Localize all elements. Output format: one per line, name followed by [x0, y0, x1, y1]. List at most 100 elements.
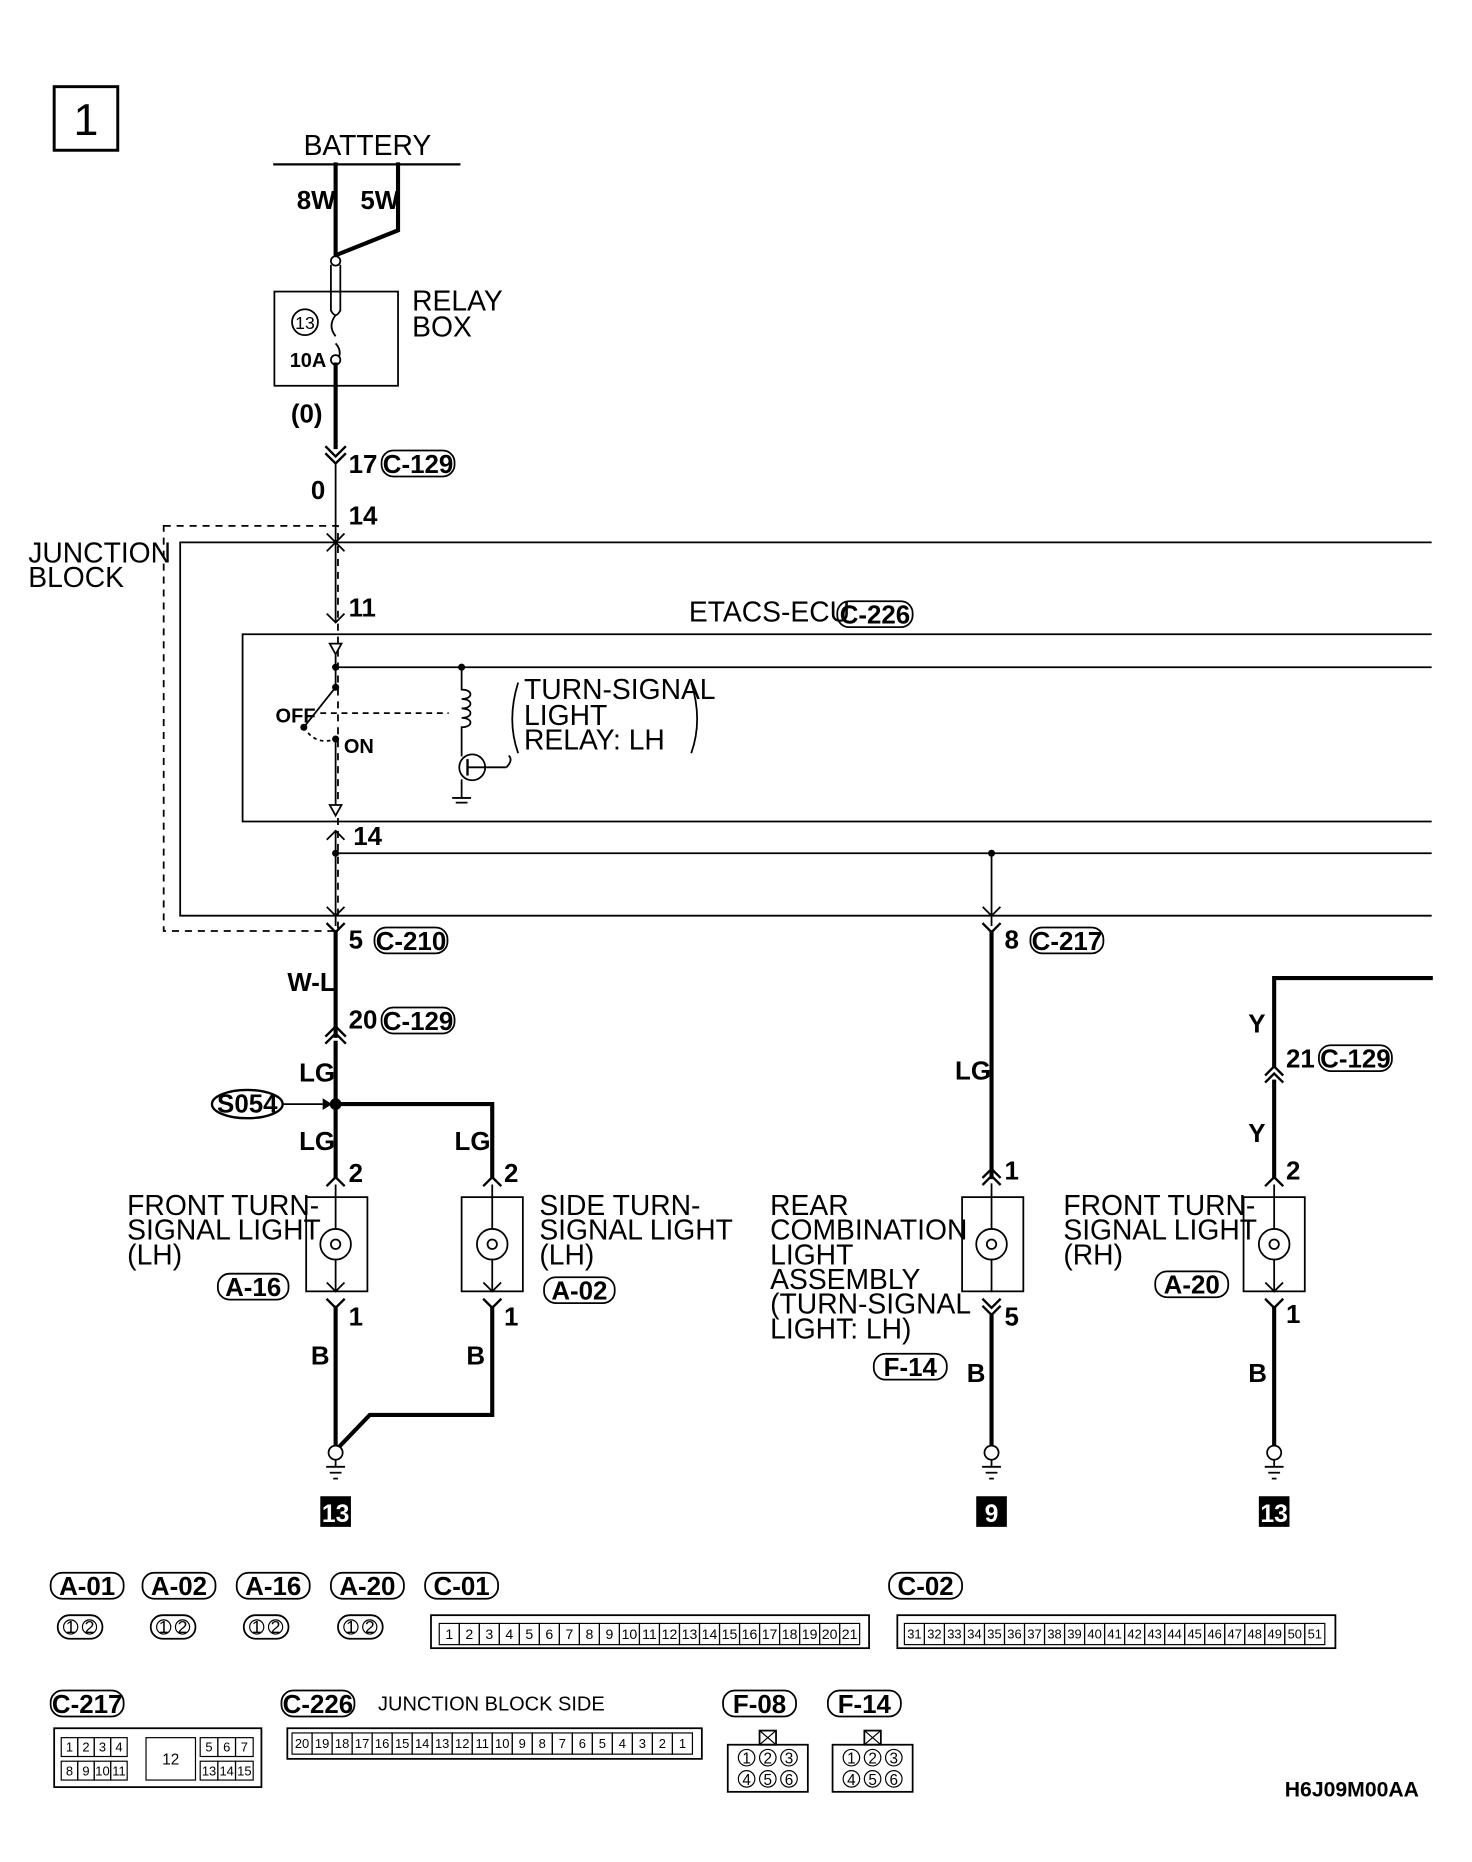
c226-pin-2: 2 — [659, 1736, 666, 1751]
c217-pin-7: 7 — [241, 1740, 248, 1755]
c226-pin-10: 10 — [495, 1736, 509, 1751]
c02-pin-45: 45 — [1187, 1627, 1201, 1642]
a20-pin2: 2 — [365, 1617, 375, 1637]
c01-pin-21-cell — [839, 1622, 861, 1646]
a16-pin1: 1 — [252, 1617, 262, 1637]
c02-pin-50: 50 — [1288, 1627, 1302, 1642]
c217-pin8: 8 — [1004, 927, 1018, 955]
a02-pin2: 2 — [178, 1617, 188, 1637]
f14-pin-1-circle — [842, 1748, 861, 1767]
c02-pin-46: 46 — [1207, 1627, 1221, 1642]
c129-pin17: 17 — [349, 451, 378, 479]
f14-pin-4-circle — [842, 1770, 861, 1788]
side-lh-pin-out: 1 — [504, 1303, 518, 1331]
switch-off-label: OFF — [276, 706, 316, 728]
side-lh-connector: A-02 — [551, 1278, 607, 1306]
c02-pin-41: 41 — [1107, 1627, 1121, 1642]
c01-pin-9: 9 — [605, 1626, 613, 1642]
front-lh-pin-out: 1 — [349, 1303, 363, 1331]
c226-pin-9: 9 — [519, 1736, 526, 1751]
f08-pin-2-circle — [758, 1748, 777, 1767]
b-wire-color-3: B — [967, 1360, 986, 1388]
c01-pin-17: 17 — [762, 1626, 778, 1642]
ground-13-right: 13 — [1260, 1501, 1288, 1528]
f14-pin-2-circle — [863, 1748, 882, 1767]
c217-pin-10: 10 — [95, 1763, 109, 1778]
c01-pin-19: 19 — [802, 1626, 818, 1642]
f08-pin-6-circle — [780, 1770, 798, 1788]
c129-pin20: 20 — [349, 1007, 378, 1035]
fuse-8w-label: 8W — [297, 187, 336, 215]
splice-s054: S054 — [217, 1090, 278, 1118]
c129-label-rh: C-129 — [1320, 1046, 1391, 1074]
c02-pin-43: 43 — [1147, 1627, 1161, 1642]
c01-pin-4: 4 — [505, 1626, 513, 1642]
c02-pin-34: 34 — [967, 1627, 981, 1642]
c217-view-label: C-217 — [52, 1691, 123, 1719]
f14-pin-4: 4 — [847, 1772, 856, 1789]
c217-pin-2: 2 — [82, 1740, 89, 1755]
c217-pin-7-cell — [234, 1737, 254, 1758]
battery-label: BATTERY — [304, 129, 432, 161]
a20-pin1: 1 — [346, 1617, 356, 1637]
c217-pin-11-cell — [110, 1760, 128, 1781]
c226-pin-20: 20 — [295, 1736, 309, 1751]
relay-box-label-1: RELAY — [412, 284, 503, 316]
c02-pin-31: 31 — [907, 1627, 921, 1642]
rear-label-1: REAR — [770, 1189, 849, 1221]
c02-pin-51: 51 — [1308, 1627, 1322, 1642]
c02-pin-51-cell — [1304, 1622, 1326, 1646]
relay-label-3: RELAY: LH — [524, 724, 665, 756]
relay-box-label-2: BOX — [412, 310, 472, 342]
c217-pin-9: 9 — [82, 1763, 89, 1778]
c217-pin-8: 8 — [66, 1763, 73, 1778]
a16-pin2: 2 — [271, 1617, 281, 1637]
c217-pin-5: 5 — [205, 1740, 212, 1755]
c01-pin-14: 14 — [702, 1626, 718, 1642]
b-wire-color-1: B — [311, 1342, 330, 1370]
front-lh-pin-in: 2 — [349, 1160, 363, 1188]
rear-label-2: COMBINATION — [770, 1214, 967, 1246]
c02-pin-32: 32 — [927, 1627, 941, 1642]
ground-9: 9 — [985, 1501, 999, 1528]
c217-pin-3: 3 — [99, 1740, 106, 1755]
c226-pin-1: 1 — [679, 1736, 686, 1751]
rear-label-4: ASSEMBLY — [770, 1263, 920, 1295]
c01-pin-2: 2 — [465, 1626, 473, 1642]
c217-pin-4-cell — [110, 1737, 128, 1758]
c02-pin-47: 47 — [1228, 1627, 1242, 1642]
jb-pin11: 11 — [349, 595, 376, 623]
figure-code: H6J09M00AA — [1285, 1779, 1419, 1802]
c226-pin-3: 3 — [639, 1736, 646, 1751]
c02-pin-35: 35 — [987, 1627, 1001, 1642]
c129-pin21: 21 — [1286, 1046, 1315, 1074]
c01-pin-10: 10 — [622, 1626, 638, 1642]
c226-pin-1-cell — [671, 1732, 694, 1755]
c01-pin-15: 15 — [722, 1626, 738, 1642]
c01-pin-7: 7 — [565, 1626, 573, 1642]
c01-pin-11: 11 — [642, 1626, 657, 1642]
side-lh-label-1: SIDE TURN- — [539, 1189, 700, 1221]
c02-label: C-02 — [898, 1573, 954, 1601]
c226-pin-17: 17 — [355, 1736, 369, 1751]
switch-on-label: ON — [344, 736, 374, 758]
c226-pin-4: 4 — [619, 1736, 626, 1751]
c217-pin-14: 14 — [219, 1763, 233, 1778]
jb-pin14-bottom: 14 — [353, 823, 382, 851]
c02-pin-33: 33 — [947, 1627, 961, 1642]
front-rh-label-3: (RH) — [1063, 1238, 1123, 1270]
rear-label-6: LIGHT: LH) — [770, 1312, 911, 1344]
front-rh-label-1: FRONT TURN- — [1063, 1189, 1255, 1221]
front-rh-connector: A-20 — [1164, 1272, 1220, 1300]
f14-pin-2: 2 — [868, 1751, 877, 1768]
jb-pin14-top: 14 — [349, 503, 378, 531]
rear-pin-out: 5 — [1004, 1303, 1018, 1331]
front-lh-label-1: FRONT TURN- — [127, 1189, 319, 1221]
c217-pin-15: 15 — [237, 1763, 251, 1778]
fuse-number: 13 — [295, 313, 315, 333]
f14-pin-6: 6 — [890, 1772, 899, 1789]
c226-pin-12: 12 — [455, 1736, 469, 1751]
